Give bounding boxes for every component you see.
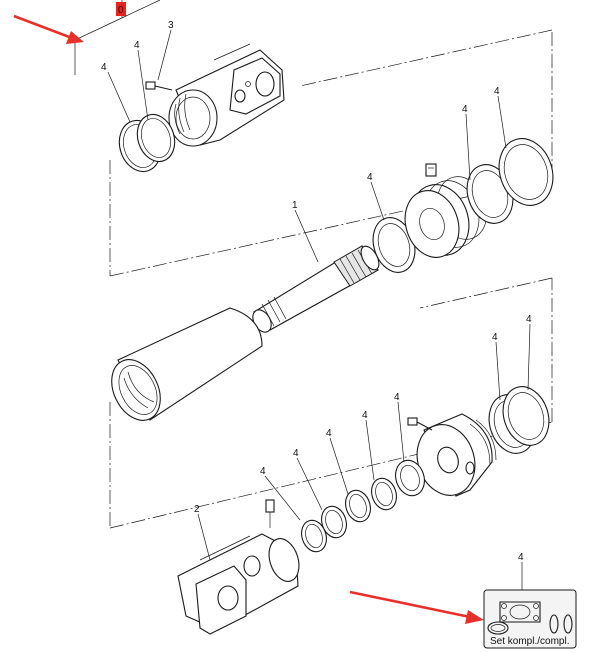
callout-seal: 4 <box>394 392 400 403</box>
callout-seal: 4 <box>101 62 107 73</box>
kit-small-rings-icon <box>549 614 573 634</box>
callout-seal: 4 <box>134 40 140 51</box>
kit-flange-seal-icon <box>499 601 541 623</box>
callout-seal: 4 <box>326 428 332 439</box>
callout-seal: 4 <box>494 86 500 97</box>
callout-seal: 4 <box>260 466 266 477</box>
callout-seal: 4 <box>362 410 368 421</box>
assembly-number-badge <box>116 2 126 16</box>
callout-seal: 4 <box>526 314 532 325</box>
red-arrow-top <box>13 14 84 44</box>
kit-oring-icon <box>487 621 509 635</box>
seal-kit-label: Set kompl./compl. <box>490 636 569 647</box>
cylinder-barrel <box>111 307 263 421</box>
assembly-number: 0 <box>118 5 124 16</box>
callout-labels: 4 4 3 1 4 4 4 2 4 4 4 4 4 4 4 4 <box>101 20 532 563</box>
callout-seal: 4 <box>518 552 524 563</box>
grease-nipple-top <box>145 81 173 91</box>
assembly-marker: 0 <box>74 0 161 75</box>
callout-grease-nipple: 3 <box>168 20 174 31</box>
piston-assembly <box>404 163 488 258</box>
callout-rod-eye: 2 <box>194 504 200 515</box>
callout-seal: 4 <box>293 448 299 459</box>
red-arrow-bottom <box>349 590 484 624</box>
seal-ring-stack-lower <box>301 459 425 553</box>
callout-seal: 4 <box>492 332 498 343</box>
callout-seal: 4 <box>367 172 373 183</box>
seal-rings-top-left <box>118 113 176 173</box>
upper-frame <box>109 29 553 277</box>
leader-lines <box>107 29 531 590</box>
seal-kit-box: Set kompl./compl. <box>483 589 577 649</box>
callout-piston-rod: 1 <box>292 200 298 211</box>
rod-eye-clevis <box>177 499 300 635</box>
callout-seal: 4 <box>462 104 468 115</box>
piston-seal-rings-top-right <box>466 138 554 224</box>
head-seal-rings-lower-right <box>488 386 550 454</box>
clevis-head-top <box>168 43 285 147</box>
cylinder-head <box>407 413 497 497</box>
